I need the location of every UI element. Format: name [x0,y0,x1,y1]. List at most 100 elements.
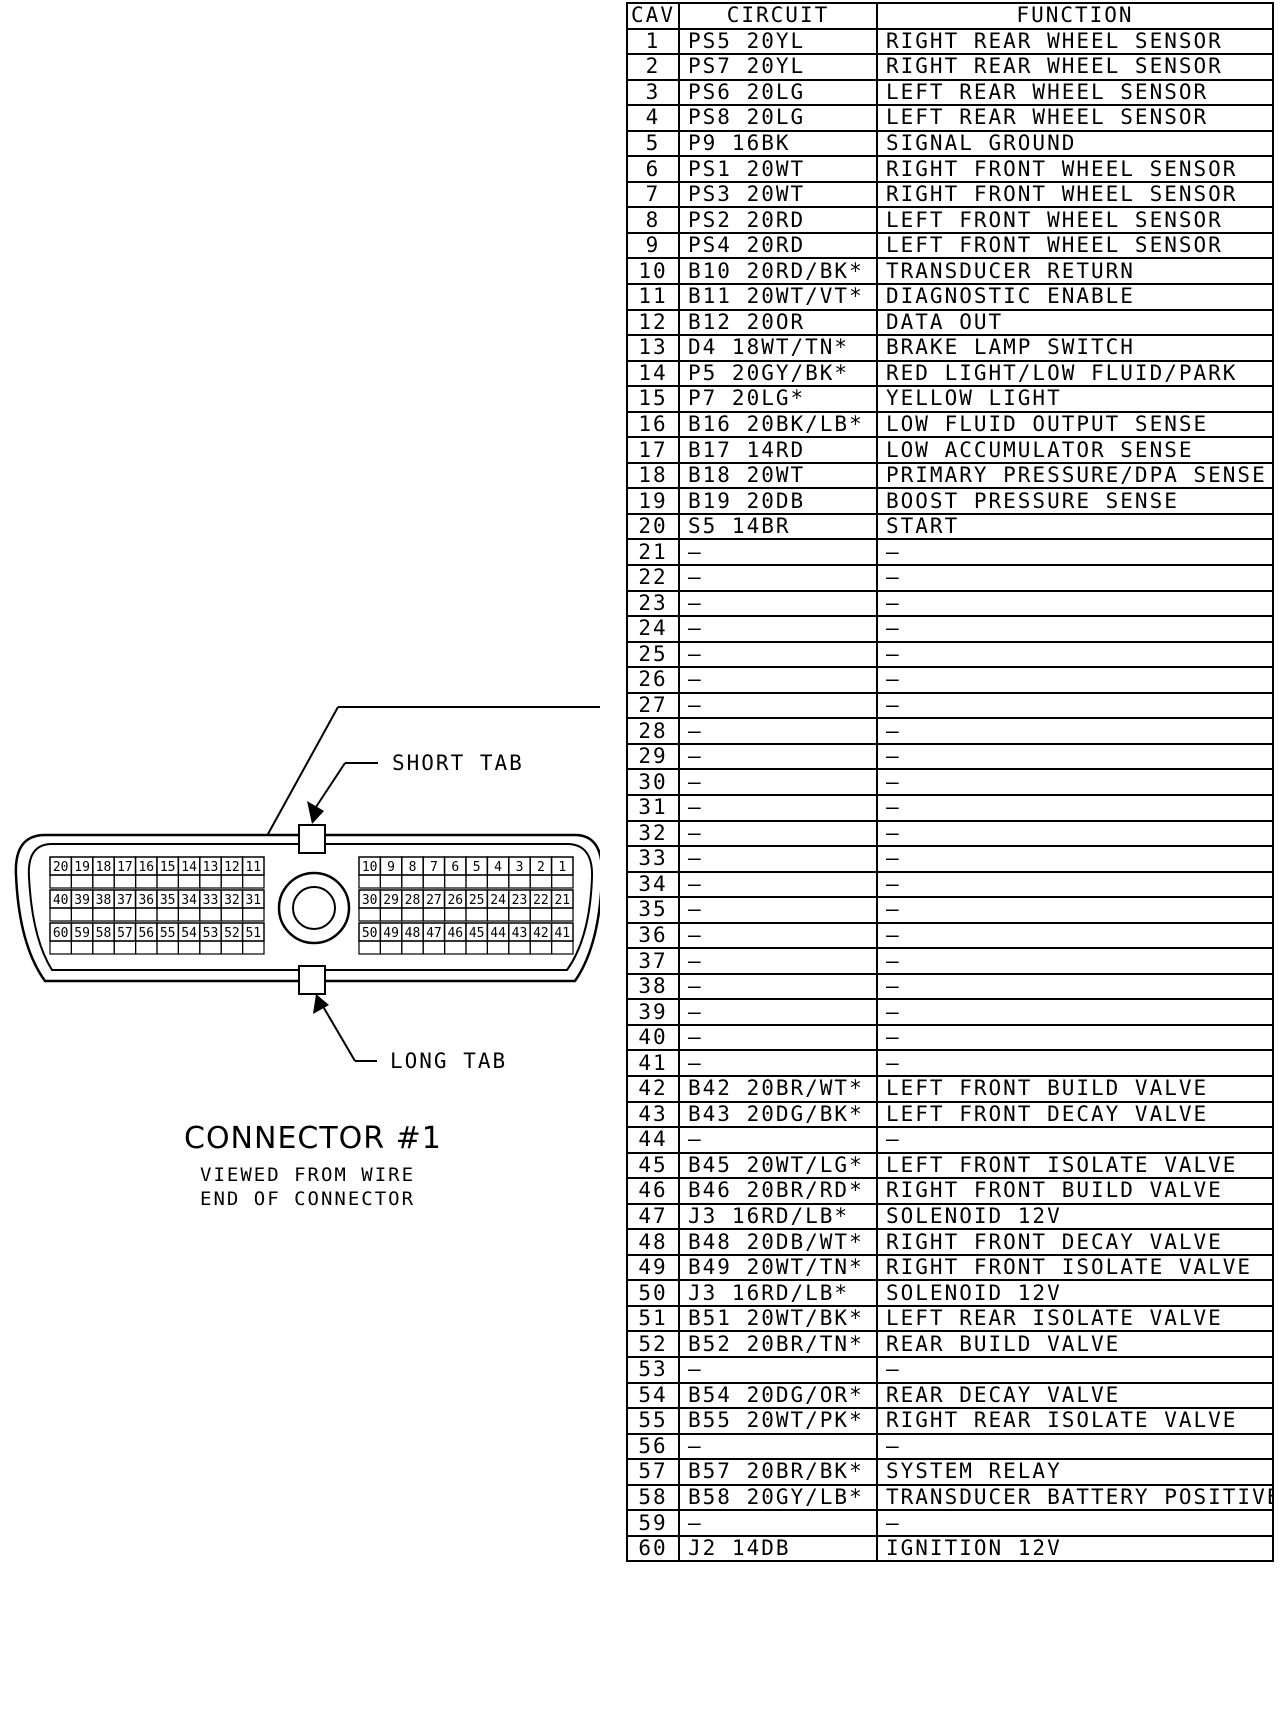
cav-cell: 39 [626,998,680,1026]
circuit-cell: B48 20DB/WT* [678,1228,878,1256]
cav-cell: 15 [626,385,680,413]
pin-number: 14 [181,860,197,875]
cav-cell: 34 [626,870,680,899]
circuit-cell: — [678,1509,878,1537]
pin-terminal [199,874,222,889]
table-row: 33—— [626,845,1274,873]
pin-number: 58 [96,926,112,941]
circuit-cell: B57 20BR/BK* [678,1458,878,1486]
table-row: 21—— [626,538,1274,567]
function-cell: — [876,921,1274,950]
cav-cell: 8 [626,206,680,234]
pin-terminal [242,874,265,889]
circuit-cell: B17 14RD [678,436,878,464]
cav-cell: 55 [626,1407,680,1435]
pin-terminal [486,907,510,922]
pin-terminal [113,874,137,889]
cav-cell: 56 [626,1432,680,1461]
function-cell: — [876,947,1274,975]
circuit-cell: — [678,768,878,796]
header-cav: CAV [626,2,680,30]
circuit-cell: B16 20BK/LB* [678,410,878,439]
circuit-cell: — [678,1049,878,1077]
table-row: 37—— [626,947,1274,975]
pin-terminal [177,940,201,955]
pin-number: 16 [138,860,154,875]
table-row: 36—— [626,921,1274,950]
pin-number: 54 [181,926,197,941]
function-cell: — [876,1023,1274,1052]
table-row: 29—— [626,742,1274,771]
table-row: 24—— [626,615,1274,643]
pin-number: 35 [160,893,176,908]
function-cell: RIGHT FRONT WHEEL SENSOR [876,155,1274,183]
pin-terminal [379,907,403,922]
circuit-cell: PS8 20LG [678,104,878,132]
cav-cell: 58 [626,1483,680,1512]
pin-number: 20 [53,860,69,875]
pin-number: 53 [203,926,219,941]
pin-terminal [113,907,137,922]
cav-cell: 1 [626,27,680,56]
cav-cell: 24 [626,615,680,643]
pin-terminal [358,940,381,955]
pin-number: 52 [224,926,240,941]
pin-number: 23 [512,893,528,908]
cav-cell: 43 [626,1100,680,1129]
table-row: 53—— [626,1356,1274,1384]
circuit-cell: — [678,640,878,669]
cav-cell: 41 [626,1049,680,1077]
cav-cell: 60 [626,1534,680,1563]
function-cell: — [876,615,1274,643]
circuit-cell: B45 20WT/LG* [678,1151,878,1180]
table-header-row: CAV CIRCUIT FUNCTION [626,2,1274,30]
function-cell: LOW FLUID OUTPUT SENSE [876,410,1274,439]
circuit-cell: B19 20DB [678,487,878,515]
pin-terminal [401,940,424,955]
function-cell: — [876,819,1274,848]
cav-cell: 4 [626,104,680,132]
pin-terminal [70,907,94,922]
table-row: 39—— [626,998,1274,1026]
pin-number: 17 [117,860,133,875]
pin-terminal [156,907,179,922]
pin-terminal [550,940,574,955]
pin-terminal [358,874,381,889]
pin-terminal [177,907,201,922]
pin-number: 24 [490,893,506,908]
pin-terminal [550,907,574,922]
function-cell: — [876,845,1274,873]
cav-cell: 59 [626,1509,680,1537]
circuit-cell: — [678,564,878,592]
table-row: 25—— [626,640,1274,669]
function-cell: — [876,972,1274,1001]
function-cell: — [876,1356,1274,1384]
circuit-cell: B42 20BR/WT* [678,1074,878,1103]
cav-cell: 57 [626,1458,680,1486]
table-row: 32—— [626,819,1274,848]
table-row: 40—— [626,1023,1274,1052]
center-bolt-hole [292,886,336,930]
pin-terminal [92,874,115,889]
pin-number: 59 [74,926,90,941]
circuit-cell: P9 16BK [678,129,878,158]
cav-cell: 7 [626,180,680,209]
cav-cell: 32 [626,819,680,848]
pin-number: 3 [516,860,524,875]
function-cell: — [876,640,1274,669]
pin-terminal [199,940,222,955]
circuit-cell: B18 20WT [678,461,878,490]
pin-number: 40 [53,893,69,908]
